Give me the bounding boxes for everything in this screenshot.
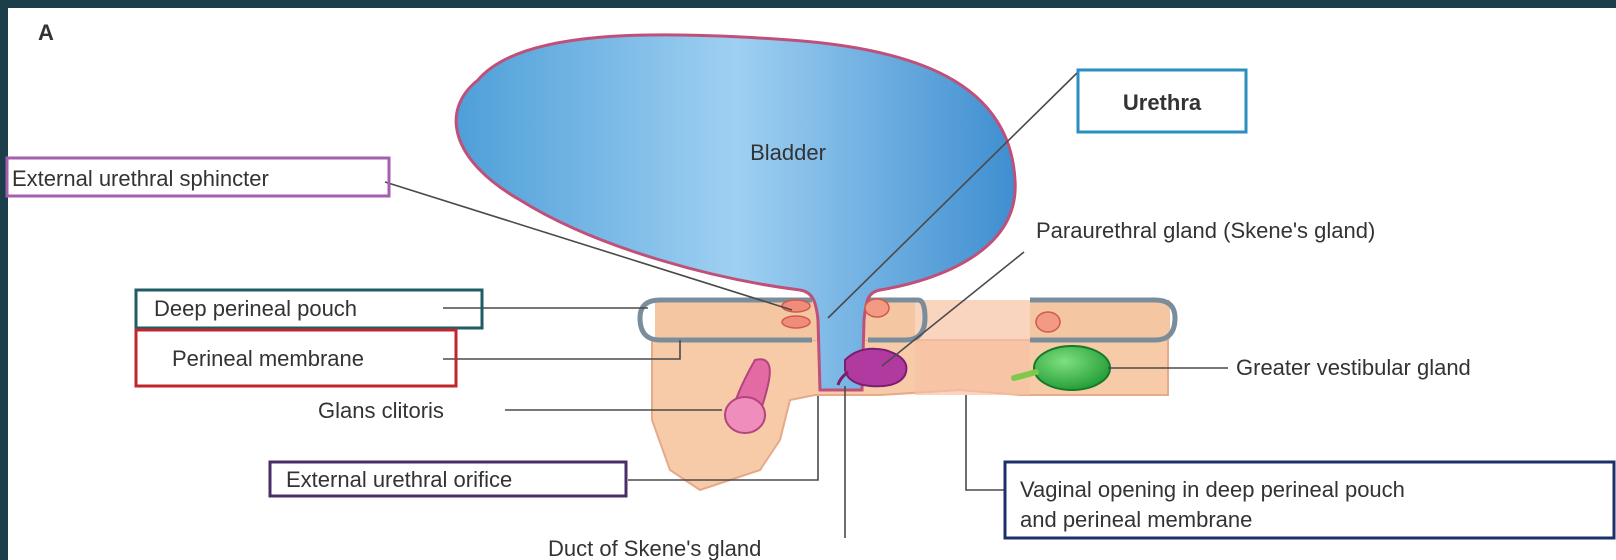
label-paraurethral-gland: Paraurethral gland (Skene's gland): [1036, 218, 1375, 243]
sphincter-band-1: [782, 300, 810, 312]
sphincter-band-2: [782, 316, 810, 328]
label-deep-perineal-pouch: Deep perineal pouch: [154, 296, 357, 321]
label-external-urethral-orifice: External urethral orifice: [286, 467, 512, 492]
vaginal-opening-shadow: [915, 300, 1030, 395]
greater-vestibular-gland-shape: [1034, 346, 1110, 390]
label-greater-vestibular-gland: Greater vestibular gland: [1236, 355, 1471, 380]
label-external-urethral-sphincter: External urethral sphincter: [12, 166, 269, 191]
label-vaginal-opening-line2: and perineal membrane: [1020, 507, 1252, 532]
label-bladder: Bladder: [750, 140, 826, 165]
label-vaginal-opening-line1: Vaginal opening in deep perineal pouch: [1020, 477, 1405, 502]
label-glans-clitoris: Glans clitoris: [318, 398, 444, 423]
glans-clitoris-shape: [725, 397, 765, 433]
sphincter-band-3: [865, 299, 889, 317]
panel-letter: A: [38, 20, 54, 45]
label-perineal-membrane: Perineal membrane: [172, 346, 364, 371]
label-duct-of-skenes-gland: Duct of Skene's gland: [548, 536, 761, 560]
label-urethra: Urethra: [1123, 90, 1202, 115]
sphincter-band-4: [1036, 312, 1060, 332]
